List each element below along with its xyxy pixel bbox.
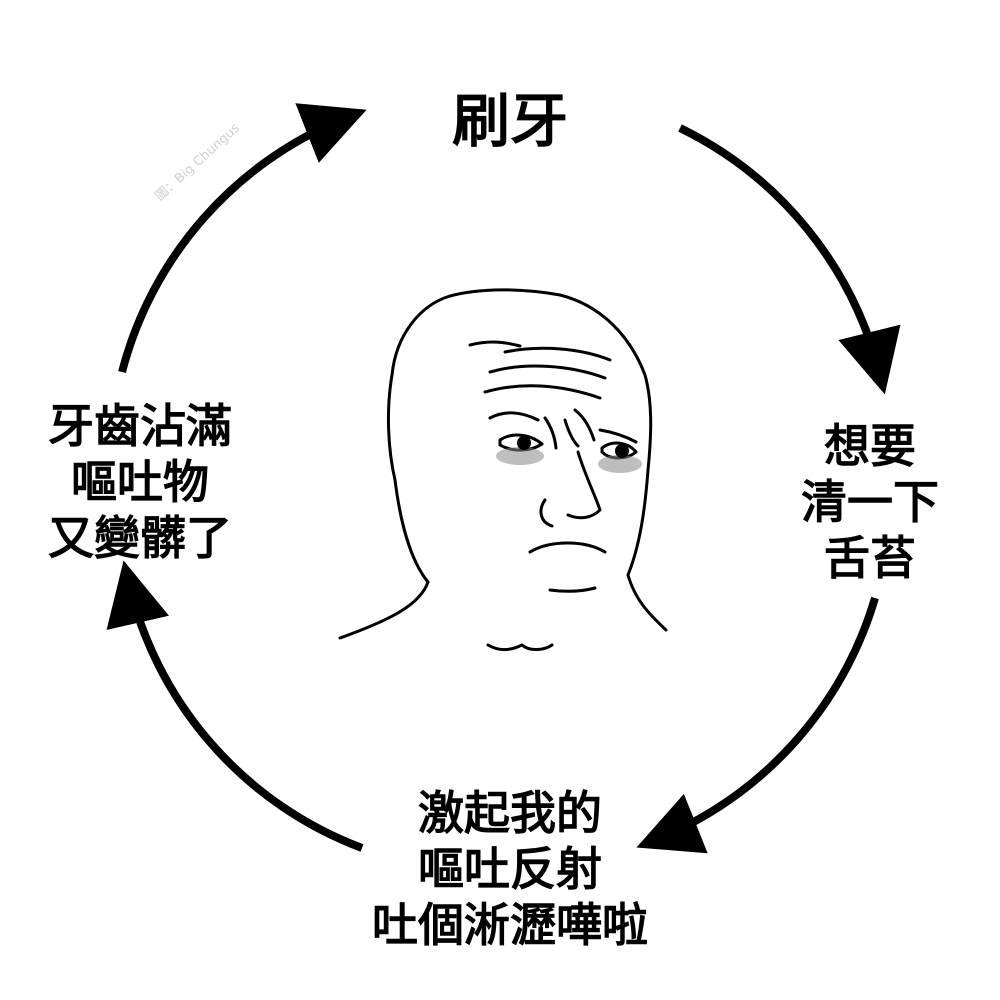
step-line: 吐個淅瀝嘩啦 — [372, 898, 648, 953]
step-line: 刷牙 — [451, 87, 568, 155]
step-line: 嘔吐反射 — [418, 842, 602, 897]
arrow-bottom-right — [636, 596, 879, 854]
step-line: 嘔吐物 — [71, 455, 209, 510]
arrow-top-left — [118, 103, 367, 374]
step-line: 想要 — [824, 419, 916, 473]
step-line: 激起我的 — [418, 786, 602, 840]
step-line: 又變髒了 — [48, 511, 232, 566]
eye-shadows — [496, 447, 642, 473]
cycle-step-clean-tongue: 想要 清一下 舌苔 — [780, 418, 960, 586]
cycle-step-gag-reflex: 激起我的 嘔吐反射 吐個淅瀝嘩啦 — [330, 785, 690, 953]
arrow-bottom-left — [106, 560, 364, 852]
pupils — [517, 436, 629, 458]
step-line: 舌苔 — [824, 531, 916, 586]
step-line: 清一下 — [801, 475, 939, 530]
cycle-step-teeth-dirty-again: 牙齒沾滿 嘔吐物 又變髒了 — [20, 398, 260, 566]
step-line: 牙齒沾滿 — [48, 399, 232, 453]
sad-face-illustration — [338, 288, 668, 651]
arrow-top-right — [678, 124, 901, 395]
cycle-step-brush-teeth: 刷牙 — [400, 86, 620, 157]
